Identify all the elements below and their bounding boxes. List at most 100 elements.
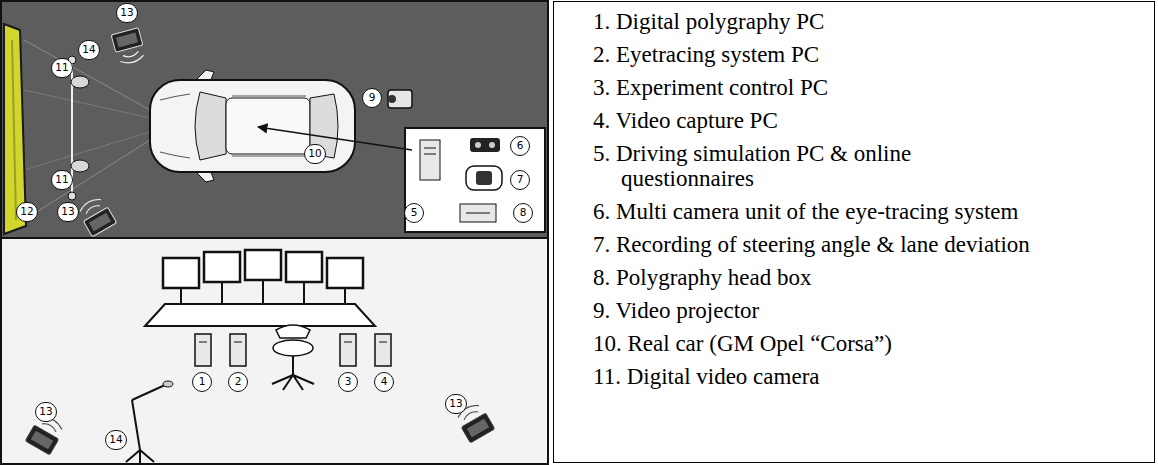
microphone-stand [126, 450, 154, 463]
microphone-stand [132, 400, 140, 450]
list-item: 9. Video projector [621, 298, 1146, 323]
camera-device [467, 419, 489, 438]
pc-tower [340, 334, 356, 366]
callout-number: 12 [16, 202, 37, 222]
list-item: 1. Digital polygraphy PC [621, 9, 1146, 34]
pc-tower [195, 334, 211, 366]
monitor-desk [163, 258, 199, 288]
car-top-view [226, 98, 310, 154]
equipment-box [405, 128, 545, 232]
car-top-view [232, 96, 306, 97]
projection-screen [24, 40, 150, 110]
list-item: 4. Video capture PC [621, 108, 1146, 133]
callout-number: 5 [404, 203, 424, 223]
car-top-view [150, 70, 355, 182]
equipment-box [424, 154, 436, 155]
camera-device [83, 207, 116, 237]
camera-device [78, 196, 103, 216]
camera-stand [71, 76, 89, 88]
camera-device [461, 413, 494, 443]
equipment-box [405, 128, 545, 232]
bottom-panel [1, 238, 548, 464]
callout-number: 13 [116, 3, 137, 23]
camera-device [76, 195, 116, 237]
microphone-stand [163, 381, 173, 387]
monitor-desk [181, 280, 345, 304]
car-top-view [232, 156, 306, 157]
callout-number: 7 [510, 170, 530, 190]
equipment-box [476, 171, 492, 185]
camera-device [111, 28, 146, 66]
equipment-box [489, 142, 495, 148]
projection-screen [24, 140, 150, 220]
camera-stand [68, 192, 76, 200]
camera-device [119, 50, 145, 65]
callout-number: 6 [510, 136, 530, 156]
camera-device [111, 28, 143, 53]
camera-device [25, 425, 58, 455]
monitor-desk [327, 258, 363, 288]
list-item: 7. Recording of steering angle & lane de… [621, 232, 1146, 257]
callout-number: 14 [105, 430, 126, 450]
office-chair [272, 325, 314, 390]
callout-number: 13 [57, 202, 78, 222]
car-top-view [160, 94, 190, 158]
callout-number: 4 [374, 372, 394, 392]
monitor-desk [286, 252, 322, 282]
callout-number: 13 [445, 394, 466, 414]
pc-tower [230, 334, 246, 366]
car-top-view [195, 92, 226, 160]
office-chair [273, 340, 313, 356]
projection-screen [24, 90, 150, 118]
microphone-stand [132, 385, 165, 400]
callout-number: 2 [228, 372, 248, 392]
callout-number: 13 [35, 402, 56, 422]
list-item: 10. Real car (GM Opel “Corsa”) [621, 331, 1146, 356]
projector [388, 90, 412, 108]
equipment-box [475, 142, 481, 148]
equipment-box [420, 140, 440, 180]
monitor-desk [145, 304, 375, 326]
camera-device [89, 213, 111, 232]
camera-device [31, 431, 53, 450]
car-top-view [150, 80, 355, 172]
callout-number: 9 [362, 88, 382, 108]
equipment-box [424, 148, 436, 149]
projector [388, 90, 412, 108]
callout-number: 11 [51, 170, 72, 190]
callout-number: 11 [51, 58, 72, 78]
callout-number: 8 [513, 203, 533, 223]
projection-screen [12, 40, 16, 220]
callout-number: 10 [304, 144, 325, 164]
top-panel [1, 1, 548, 238]
projector [388, 95, 396, 103]
top-panel [1, 1, 548, 238]
callout-number: 1 [192, 372, 212, 392]
monitor-desk [245, 250, 281, 280]
legend-box: 1. Digital polygraphy PC 2. Eyetracing sy… [553, 1, 1155, 463]
monitor-desk [145, 250, 375, 326]
list-item: 11. Digital video camera [621, 364, 1146, 389]
list-item: 6. Multi camera unit of the eye-tracing … [621, 199, 1146, 224]
pc-tower [375, 334, 391, 366]
projection-screen [4, 24, 150, 234]
bottom-panel [1, 238, 548, 464]
list-item: 2. Eyetracing system PC [621, 42, 1146, 67]
pointer-arrow [258, 127, 412, 150]
office-chair [292, 356, 294, 375]
callout-number: 3 [338, 372, 358, 392]
camera-stand [71, 160, 89, 172]
equipment-box [466, 213, 490, 214]
list-item: 3. Experiment control PC [621, 75, 1146, 100]
microphone-stand [126, 381, 173, 463]
list-item: 5. Driving simulation PC & online questi… [621, 141, 1021, 191]
camera-device [116, 33, 138, 48]
equipment-box [466, 166, 502, 190]
monitor-desk [204, 252, 240, 282]
list-item: 8. Polygraphy head box [621, 265, 1146, 290]
office-chair [276, 325, 310, 338]
equipment-box [460, 204, 496, 222]
callout-number: 14 [78, 40, 99, 60]
pointer-arrow [258, 127, 412, 150]
equipment-box [470, 138, 500, 152]
